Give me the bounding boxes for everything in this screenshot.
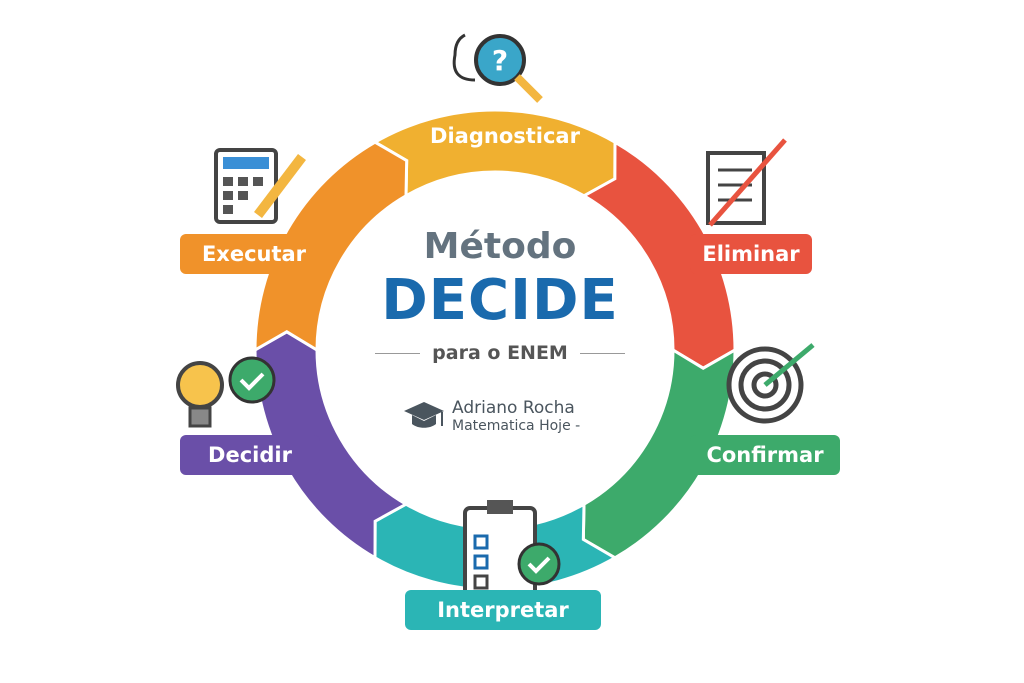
author-name: Adriano Rocha (452, 398, 575, 418)
svg-text:?: ? (492, 44, 508, 77)
calculator-pencil-icon (214, 148, 306, 224)
divider (579, 352, 626, 354)
target-arrow-icon (726, 343, 815, 424)
author-brand: Matematica Hoje - (452, 418, 581, 434)
title-decide: DECIDE (381, 268, 619, 333)
lightbulb-check-icon (176, 356, 276, 428)
title-enem: para o ENEM (375, 342, 626, 364)
step-label-eliminar: Eliminar (690, 234, 812, 274)
subtitle: para o ENEM (432, 342, 568, 364)
graduation-cap-icon (404, 402, 444, 428)
step-label-confirmar: Confirmar (690, 435, 840, 475)
magnifier-question-icon: ? (452, 33, 543, 103)
title-metodo: Método (423, 226, 577, 267)
step-label-interpretar: Interpretar (405, 590, 601, 630)
step-label-decidir: Decidir (180, 435, 320, 475)
step-label-executar: Executar (180, 234, 328, 274)
step-label-diagnosticar: Diagnosticar (430, 124, 580, 148)
crossed-document-icon (706, 138, 787, 227)
author-block: Adriano Rocha Matematica Hoje - (402, 398, 580, 434)
clipboard-check-icon (463, 500, 561, 598)
divider (375, 352, 421, 354)
